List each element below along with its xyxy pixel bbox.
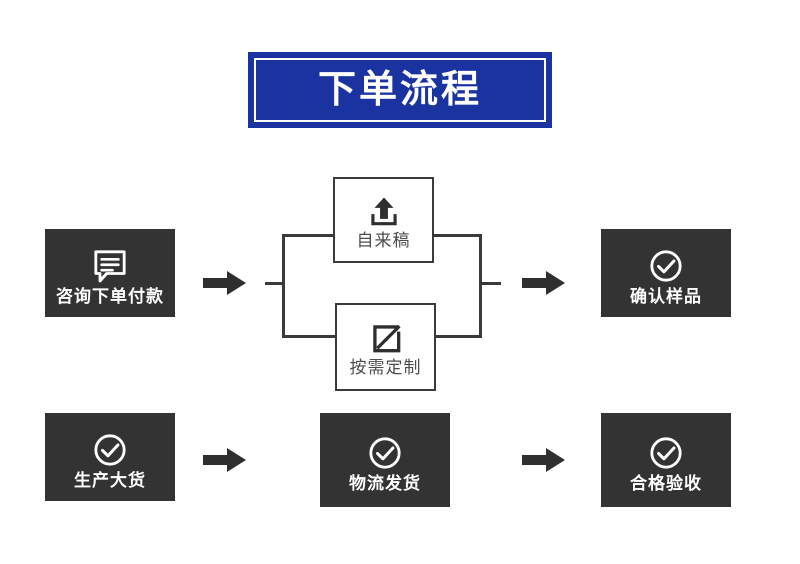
connector-arm-top-left: [282, 234, 337, 237]
check-circle-icon: [646, 433, 686, 473]
connector-rail-left: [282, 234, 285, 338]
branch-box-label: 自来稿: [356, 230, 411, 250]
arrow-right-icon: [203, 270, 247, 296]
arrow-right-icon: [522, 447, 566, 473]
step-card-label: 生产大货: [74, 470, 146, 490]
branch-box-custom-made[interactable]: 按需定制: [335, 303, 436, 391]
step-card-label: 物流发货: [349, 473, 421, 493]
check-circle-icon: [646, 246, 686, 286]
check-circle-icon: [90, 430, 130, 470]
arrow-right-icon: [522, 270, 566, 296]
step-card-logistics-shipping[interactable]: 物流发货: [320, 413, 450, 507]
branch-box-self-submitted[interactable]: 自来稿: [333, 177, 434, 263]
upload-icon: [365, 192, 403, 230]
connector-rail-right: [479, 234, 482, 338]
branch-box-label: 按需定制: [349, 357, 422, 377]
title-banner: 下单流程: [248, 52, 552, 128]
step-card-label: 合格验收: [630, 473, 702, 493]
step-card-quality-acceptance[interactable]: 合格验收: [601, 413, 731, 507]
step-card-label: 咨询下单付款: [56, 286, 164, 306]
step-card-label: 确认样品: [630, 286, 702, 306]
connector-stub-right: [479, 282, 501, 285]
connector-stub-left: [265, 282, 285, 285]
chat-bubble-icon: [90, 246, 130, 286]
step-card-inquiry[interactable]: 咨询下单付款: [45, 229, 175, 317]
arrow-right-icon: [203, 447, 247, 473]
edit-square-icon: [367, 319, 405, 357]
step-card-mass-production[interactable]: 生产大货: [45, 413, 175, 501]
connector-arm-top-right: [431, 234, 482, 237]
connector-arm-bottom-left: [282, 335, 339, 338]
step-card-confirm-sample[interactable]: 确认样品: [601, 229, 731, 317]
title-banner-inner-border: 下单流程: [254, 58, 546, 122]
check-circle-icon: [365, 433, 405, 473]
page-title: 下单流程: [317, 69, 482, 111]
connector-arm-bottom-right: [433, 335, 482, 338]
